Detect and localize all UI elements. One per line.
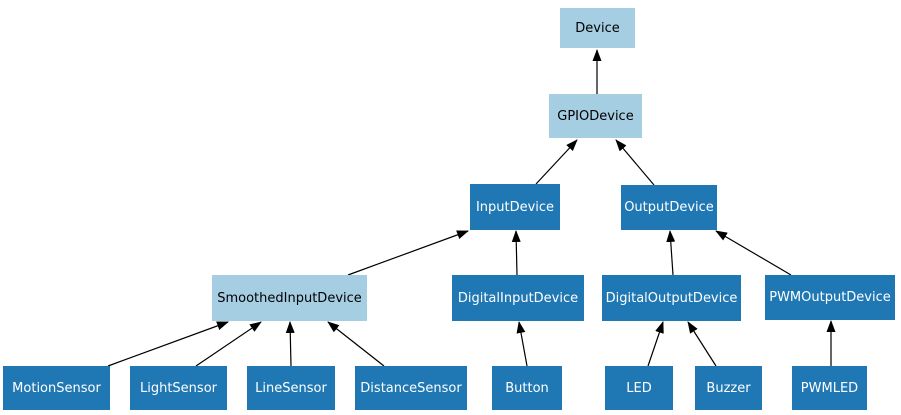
- node-label: DigitalInputDevice: [457, 290, 579, 306]
- node-label: LineSensor: [255, 380, 327, 396]
- node-label: DistanceSensor: [360, 380, 462, 396]
- node-label: LightSensor: [139, 380, 217, 396]
- node-label: SmoothedInputDevice: [217, 290, 362, 306]
- edge-outputdevice-to-gpiodevice: [615, 139, 655, 186]
- node-button: Button: [492, 366, 562, 410]
- node-digitaloutputdevice: DigitalOutputDevice: [602, 275, 741, 321]
- edge-motionsensor-to-smoothedinputdevice: [107, 321, 229, 367]
- edge-linesensor-to-smoothedinputdevice: [285, 321, 295, 367]
- node-pwmled: PWMLED: [792, 366, 867, 410]
- node-digitalinputdevice: DigitalInputDevice: [452, 275, 584, 321]
- edge-digitaloutputdevice-to-outputdevice: [666, 230, 676, 276]
- node-distancesensor: DistanceSensor: [355, 366, 467, 410]
- edge-button-to-digitalinputdevice: [516, 321, 528, 367]
- node-label: InputDevice: [475, 199, 555, 215]
- node-gpiodevice: GPIODevice: [549, 94, 642, 138]
- node-label: DigitalOutputDevice: [605, 290, 738, 306]
- node-pwmoutputdevice: PWMOutputDevice: [765, 275, 895, 320]
- node-label: OutputDevice: [624, 200, 714, 215]
- node-label: Button: [505, 380, 549, 396]
- edge-pwmoutputdevice-to-outputdevice: [715, 230, 792, 276]
- node-inputdevice: InputDevice: [470, 184, 560, 230]
- edge-buzzer-to-digitaloutputdevice: [687, 321, 717, 367]
- node-label: MotionSensor: [12, 380, 101, 396]
- node-smoothedinputdevice: SmoothedInputDevice: [212, 275, 367, 321]
- edge-smoothedinputdevice-to-inputdevice: [347, 230, 469, 276]
- node-label: Buzzer: [706, 380, 751, 396]
- node-label: PWMOutputDevice: [769, 290, 891, 305]
- node-outputdevice: OutputDevice: [621, 185, 717, 230]
- edge-digitalinputdevice-to-inputdevice: [511, 230, 521, 276]
- edge-inputdevice-to-gpiodevice: [535, 139, 578, 185]
- node-motionsensor: MotionSensor: [3, 366, 110, 410]
- node-label: PWMLED: [800, 380, 859, 396]
- node-led: LED: [605, 366, 673, 410]
- edge-lightsensor-to-smoothedinputdevice: [195, 321, 262, 367]
- node-label: GPIODevice: [557, 108, 634, 124]
- node-label: Device: [575, 20, 620, 36]
- edge-led-to-digitaloutputdevice: [647, 321, 664, 367]
- node-device: Device: [560, 8, 635, 48]
- node-lightsensor: LightSensor: [130, 366, 227, 410]
- edge-distancesensor-to-smoothedinputdevice: [327, 321, 385, 367]
- node-linesensor: LineSensor: [247, 366, 335, 410]
- node-buzzer: Buzzer: [695, 366, 762, 410]
- node-label: LED: [626, 380, 652, 396]
